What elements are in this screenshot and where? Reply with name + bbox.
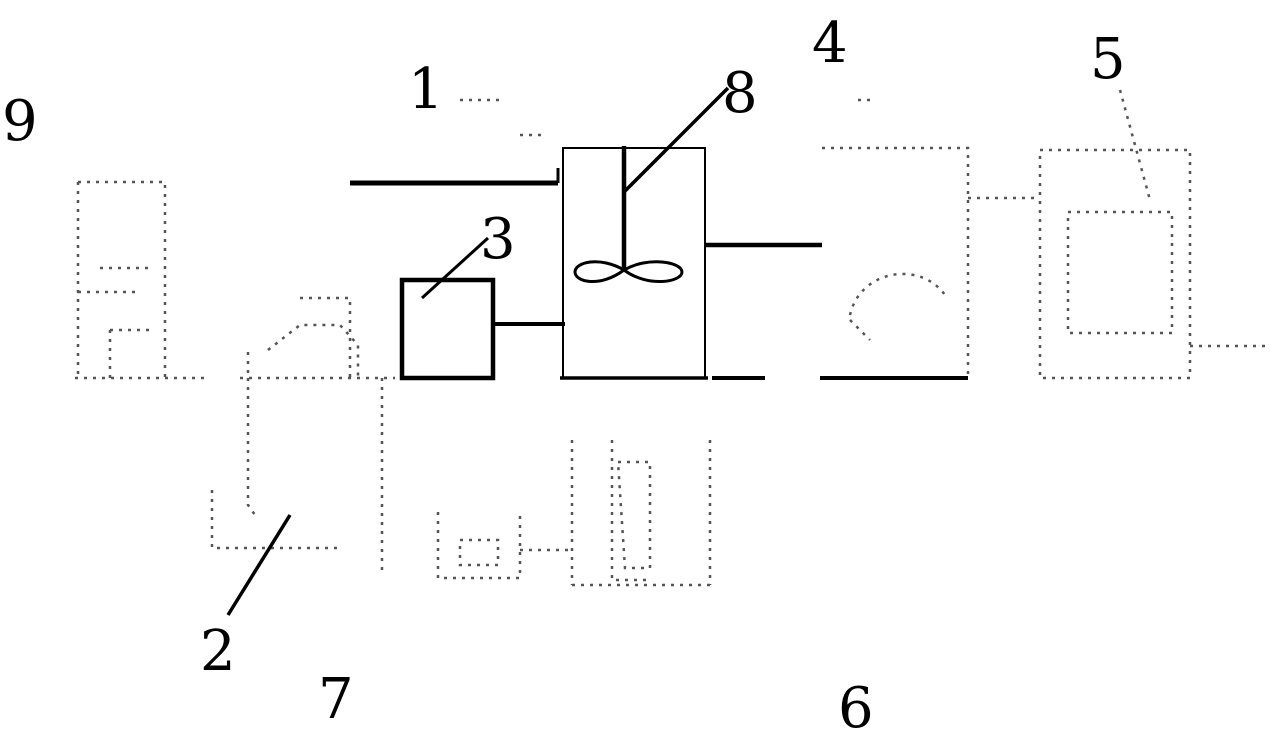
component-3-box xyxy=(399,277,565,381)
component-1-feed-line xyxy=(350,168,560,186)
leader-2 xyxy=(226,514,292,616)
component-8-stirred-vessel xyxy=(560,146,822,380)
label-5: 5 xyxy=(1090,27,1126,92)
label-9: 9 xyxy=(2,89,38,154)
label-7: 7 xyxy=(318,667,354,732)
labels: 9 1 4 5 8 3 2 7 6 xyxy=(2,11,1126,739)
component-6-unit xyxy=(436,440,712,587)
label-4: 4 xyxy=(812,11,848,76)
label-1: 1 xyxy=(408,57,444,122)
leader-8 xyxy=(622,86,730,194)
small-feeder-device xyxy=(240,296,395,380)
label-3: 3 xyxy=(480,207,516,272)
leader-1 xyxy=(460,98,545,137)
component-5-unit xyxy=(1038,148,1270,380)
label-8: 8 xyxy=(722,61,758,126)
component-4-unit xyxy=(712,146,1040,380)
leader-lines xyxy=(226,86,1152,616)
leader-5 xyxy=(1118,89,1152,201)
label-2: 2 xyxy=(200,619,236,684)
label-6: 6 xyxy=(838,676,874,739)
component-9-unit xyxy=(75,180,205,380)
leader-3 xyxy=(420,236,490,300)
component-7-tank xyxy=(210,378,384,570)
